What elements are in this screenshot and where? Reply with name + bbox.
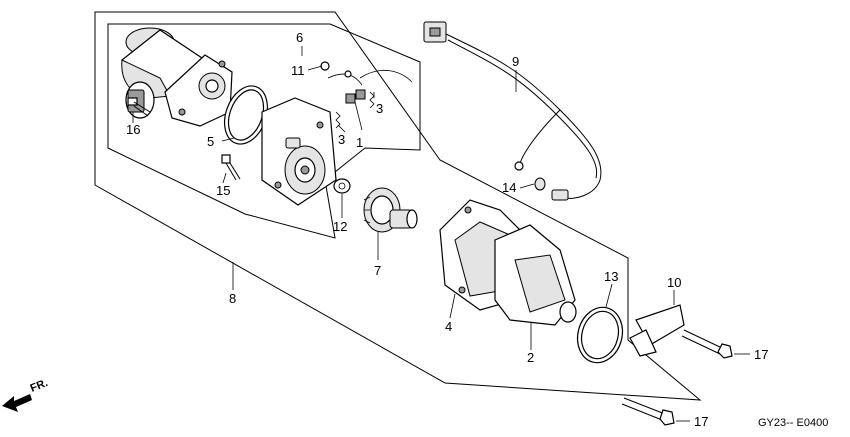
leader-lines bbox=[132, 46, 750, 422]
callout-17-upper: 17 bbox=[754, 347, 768, 362]
callout-10: 10 bbox=[667, 275, 681, 290]
bolt-17-lower bbox=[621, 397, 675, 426]
bolt-15 bbox=[221, 154, 241, 181]
drive-pinion-7 bbox=[363, 187, 418, 233]
front-arrow-icon bbox=[2, 394, 32, 412]
motor-body bbox=[121, 27, 233, 127]
drawing-code: GY23-- E0400 bbox=[758, 417, 828, 429]
callout-1: 1 bbox=[356, 135, 363, 150]
washer-12 bbox=[333, 178, 351, 194]
bracket-10 bbox=[629, 304, 685, 357]
callout-7: 7 bbox=[374, 263, 381, 278]
callout-13: 13 bbox=[604, 269, 618, 284]
callout-14: 14 bbox=[502, 180, 516, 195]
callout-15: 15 bbox=[216, 183, 230, 198]
callout-4: 4 bbox=[445, 319, 452, 334]
brushes-and-springs bbox=[320, 61, 413, 129]
callout-5: 5 bbox=[207, 134, 214, 149]
callout-16: 16 bbox=[126, 122, 140, 137]
callout-11: 11 bbox=[291, 63, 305, 78]
assembly-outline-6 bbox=[107, 23, 421, 239]
callout-3-upper: 3 bbox=[376, 101, 383, 116]
end-cover bbox=[261, 97, 337, 206]
o-ring-13 bbox=[576, 306, 624, 364]
callout-8: 8 bbox=[229, 291, 236, 306]
wire-harness-9 bbox=[423, 21, 602, 201]
callout-12: 12 bbox=[333, 219, 347, 234]
o-ring-5 bbox=[223, 85, 269, 145]
callout-17-lower: 17 bbox=[694, 414, 708, 429]
front-direction-indicator: FR. bbox=[2, 377, 50, 412]
callout-9: 9 bbox=[512, 54, 519, 69]
starter-housing-4 bbox=[439, 199, 577, 326]
callout-2: 2 bbox=[527, 350, 534, 365]
assembly-outline-8 bbox=[94, 11, 702, 401]
front-direction-label: FR. bbox=[29, 377, 50, 395]
callout-6: 6 bbox=[296, 30, 303, 45]
bolt-16 bbox=[127, 97, 151, 117]
callout-3-lower: 3 bbox=[338, 132, 345, 147]
bolt-17-upper bbox=[681, 329, 733, 359]
